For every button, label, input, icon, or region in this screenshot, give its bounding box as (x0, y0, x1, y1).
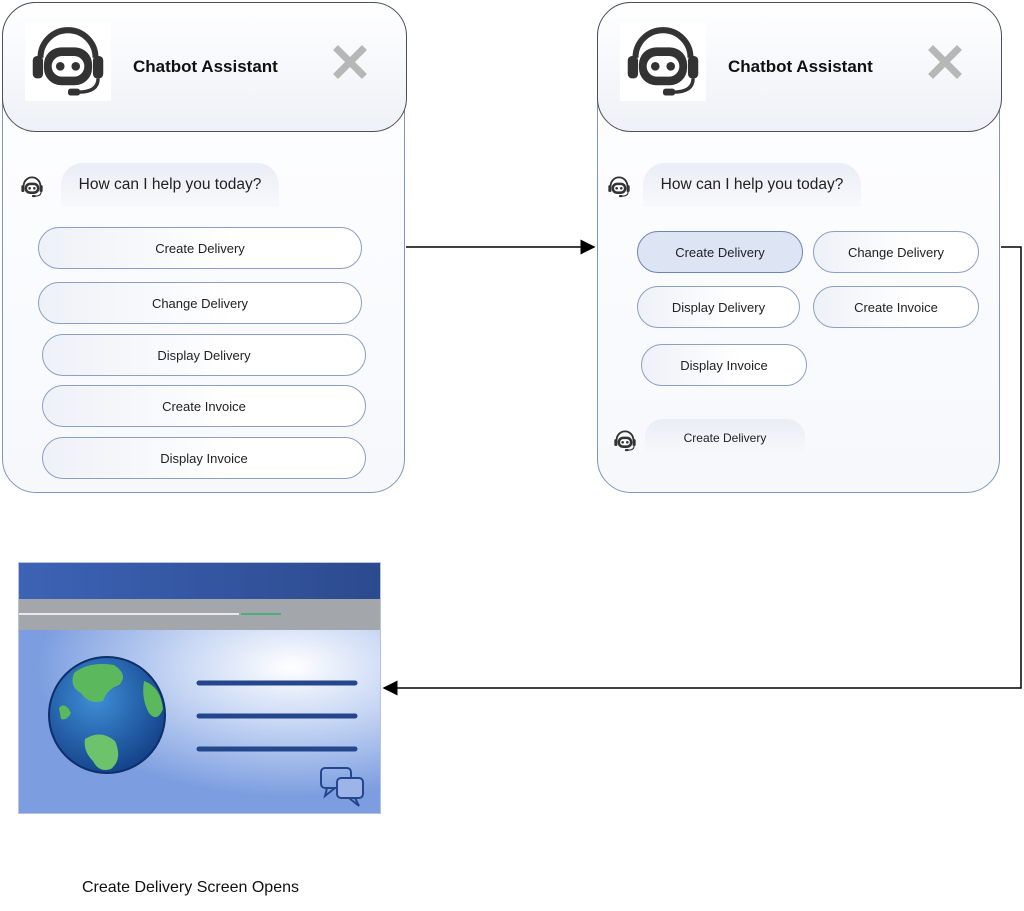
user-reply-bubble: Create Delivery (645, 419, 805, 457)
option-create-delivery[interactable]: Create Delivery (38, 227, 362, 269)
chat-header: Chatbot Assistant (597, 2, 1002, 132)
bot-avatar-icon (612, 428, 638, 454)
option-create-invoice[interactable]: Create Invoice (813, 286, 979, 328)
chat-header: Chatbot Assistant (2, 2, 407, 132)
chat-bubbles-icon (320, 767, 364, 807)
option-display-invoice[interactable]: Display Invoice (641, 344, 807, 386)
create-delivery-screen (18, 562, 381, 814)
bot-avatar-icon (606, 174, 632, 200)
bot-avatar-icon (19, 174, 45, 200)
option-display-invoice[interactable]: Display Invoice (42, 437, 366, 479)
option-display-delivery[interactable]: Display Delivery (42, 334, 366, 376)
greeting-bubble: How can I help you today? (643, 163, 861, 207)
chat-panel-selected: Chatbot Assistant How can I help you tod… (597, 2, 1002, 493)
chat-title: Chatbot Assistant (728, 57, 873, 76)
globe-icon (48, 656, 166, 774)
chat-panel-initial: Chatbot Assistant How can I help you tod… (2, 2, 407, 493)
close-icon[interactable] (928, 45, 962, 79)
bot-logo-icon (25, 23, 111, 101)
chat-title: Chatbot Assistant (133, 57, 278, 76)
option-change-delivery[interactable]: Change Delivery (813, 231, 979, 273)
close-icon[interactable] (333, 45, 367, 79)
screen-title-bar (19, 563, 380, 599)
greeting-bubble: How can I help you today? (61, 163, 279, 207)
option-create-delivery[interactable]: Create Delivery (637, 231, 803, 273)
option-create-invoice[interactable]: Create Invoice (42, 385, 366, 427)
option-display-delivery[interactable]: Display Delivery (637, 286, 800, 328)
screen-caption: Create Delivery Screen Opens (82, 879, 299, 896)
option-change-delivery[interactable]: Change Delivery (38, 282, 362, 324)
bot-logo-icon (620, 23, 706, 101)
